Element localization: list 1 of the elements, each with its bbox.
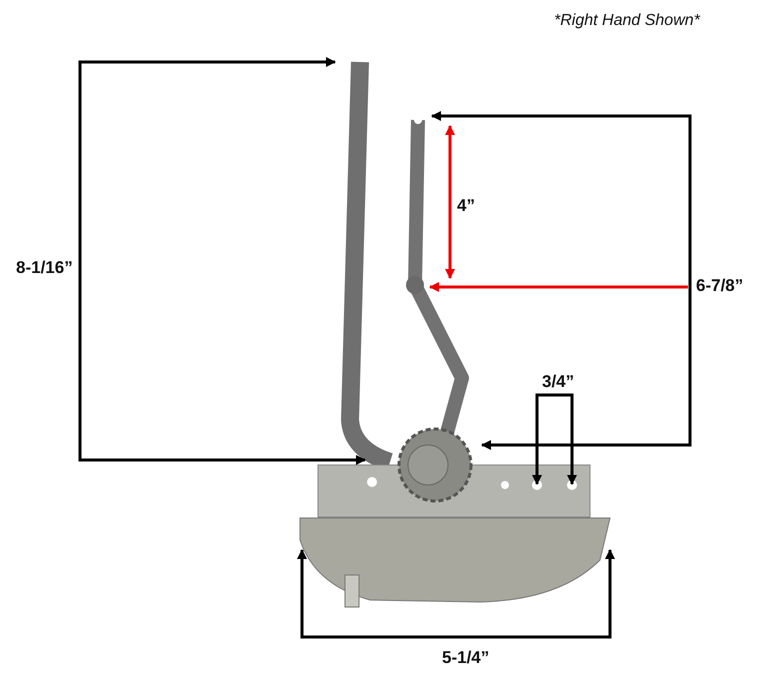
note: *Right Hand Shown* bbox=[552, 12, 702, 30]
